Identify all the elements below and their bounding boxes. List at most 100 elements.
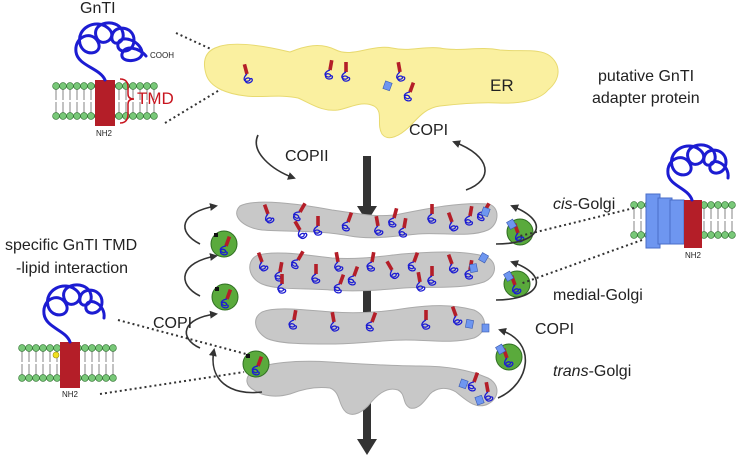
gnti-tmd: [338, 273, 346, 285]
adapter-protein: [506, 218, 518, 230]
gnti-tmd: [278, 261, 284, 273]
gnti-coil: [467, 381, 476, 392]
adapter-body: [495, 343, 507, 355]
lipid-marker: [246, 354, 250, 358]
lipid-head: [115, 82, 123, 90]
gnti-coil: [511, 284, 522, 295]
lipid-marker: [215, 287, 219, 291]
lipid-inset-gnti-coil: [42, 283, 106, 344]
putative-label-1: putative GnTI: [598, 68, 694, 85]
lipid-head: [66, 112, 74, 120]
gnti-protein: [427, 204, 437, 224]
gnti-coil: [347, 275, 356, 286]
gnti-protein: [385, 260, 400, 280]
gnti-coil: [333, 283, 342, 294]
copi-vesicle: [210, 230, 238, 258]
specific-label-1: specific GnTI TMD: [5, 237, 137, 254]
adapter-protein: [503, 270, 515, 282]
adapter-protein: [382, 80, 393, 92]
transport-arrow-shaft: [363, 400, 371, 441]
gnti-protein: [292, 202, 307, 222]
lipid-head: [102, 344, 110, 352]
lipid-head: [73, 82, 81, 90]
gnti-coil: [324, 69, 334, 80]
gnti-tmd: [424, 310, 428, 320]
lipid-head: [95, 344, 103, 352]
gnti-coil: [297, 229, 308, 240]
gnti-coil: [330, 321, 340, 332]
gnti-protein: [366, 251, 376, 272]
gnti-coil: [290, 259, 299, 270]
nh2-label: NH2: [96, 129, 113, 138]
lipid-head: [25, 374, 33, 382]
gnti-coil: [220, 298, 229, 309]
copi-vesicle: [495, 343, 523, 371]
gnti-tmd: [328, 59, 334, 71]
adapter-body: [474, 394, 485, 406]
gnti-tmd: [292, 309, 298, 321]
gnti-coil: [374, 225, 384, 236]
specific-label-2: -lipid interaction: [16, 260, 128, 277]
adapter-nh2-label: NH2: [685, 251, 702, 260]
gnti-tmd: [402, 217, 408, 229]
recycle-arrow-left-1: [184, 203, 218, 245]
transport-arrow-head: [357, 206, 377, 222]
lipid-head: [39, 374, 47, 382]
gnti-coil: [398, 227, 408, 238]
lipid-head: [73, 112, 81, 120]
lipid-head: [32, 374, 40, 382]
gnti-protein: [341, 62, 351, 82]
gnti-tmd: [446, 253, 454, 265]
gnti-tmd: [293, 220, 302, 231]
gnti-coil: [334, 261, 344, 272]
gnti-protein: [262, 203, 275, 224]
recycle-arrow-right-3: [497, 327, 527, 399]
gnti-coil: [277, 283, 287, 294]
gnti-coil: [448, 221, 459, 232]
lipid-head: [102, 374, 110, 382]
lipid-head: [32, 344, 40, 352]
tmd-bracket: [119, 78, 135, 124]
lipid-head: [25, 344, 33, 352]
copi-retro-arrow-top: [452, 140, 486, 191]
gnti-protein: [403, 81, 416, 102]
gnti-coil: [365, 321, 374, 332]
gnti-tmd: [242, 63, 249, 75]
gnti-protein: [446, 253, 459, 274]
gnti-tmd: [346, 211, 354, 223]
gnti-protein: [467, 371, 480, 392]
lipid-head: [53, 344, 61, 352]
gnti-coil: [389, 269, 400, 280]
gnti-protein: [427, 266, 437, 286]
adapter-body: [506, 218, 518, 230]
gnti-tmd: [370, 311, 378, 323]
lipid-head: [18, 374, 26, 382]
copi-label-left: COPI: [153, 315, 192, 332]
gnti-coil: [313, 225, 323, 236]
gnti-coil: [258, 261, 269, 272]
gnti-membrane-inset: GnTI COOH NH2 TMD: [52, 0, 174, 138]
transport-arrow-shaft: [363, 156, 371, 208]
gnti-tmd: [472, 371, 480, 383]
lipid-head: [95, 374, 103, 382]
gnti-coil: [243, 73, 253, 84]
gnti-protein: [256, 251, 269, 272]
lipid-head: [143, 112, 151, 120]
retrograde-arrows-left: [184, 203, 263, 394]
gnti-tmd: [298, 202, 307, 213]
lipid-highlight: [52, 351, 60, 359]
adapter-body: [458, 378, 469, 390]
lipid-head: [630, 231, 638, 239]
gnti-protein: [446, 211, 459, 232]
adapter-block-3: [669, 199, 685, 245]
gnti-tmd: [256, 355, 264, 367]
gnti-tmd: [280, 274, 284, 284]
lipid-head: [39, 344, 47, 352]
gnti-protein: [388, 207, 399, 228]
lipid-head: [88, 374, 96, 382]
gnti-coil: [388, 217, 397, 228]
copi-vesicles: [210, 218, 534, 378]
gnti-tmd: [352, 265, 360, 277]
gnti-protein: [407, 251, 420, 272]
lipid-connector-1: [117, 319, 247, 355]
